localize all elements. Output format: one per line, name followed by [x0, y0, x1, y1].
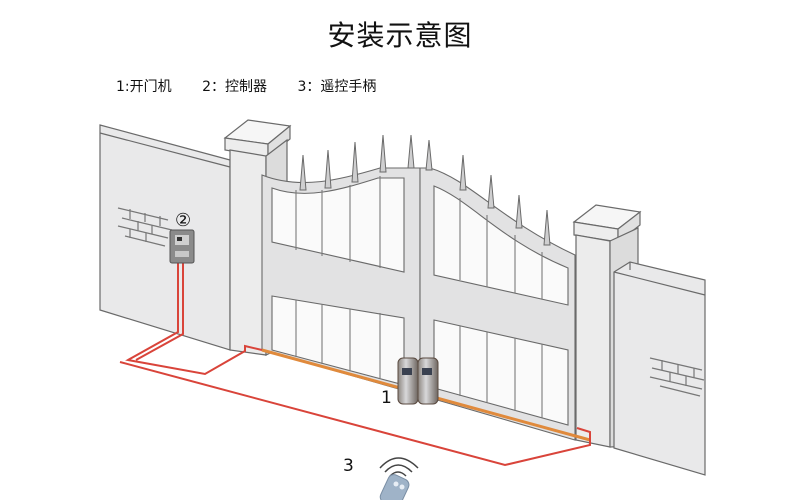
gate-left-leaf — [261, 167, 421, 396]
opener-callout: 1 — [381, 388, 392, 408]
diagram-title: 安装示意图 — [327, 19, 473, 52]
controller-box — [169, 229, 195, 264]
legend-item-remote: 3：遥控手柄 — [297, 79, 377, 95]
gate-right-leaf — [419, 167, 576, 441]
legend: 1:开门机 2：控制器 3：遥控手柄 — [116, 76, 402, 96]
legend-item-controller: 2：控制器 — [202, 79, 267, 95]
legend-item-opener: 1:开门机 — [116, 79, 172, 95]
gate-spikes — [299, 134, 551, 246]
brick-pattern-left — [117, 207, 173, 247]
controller-callout: ② — [175, 210, 192, 231]
remote-control — [379, 457, 419, 500]
remote-callout: 3 — [343, 456, 354, 476]
red-wiring — [119, 262, 591, 467]
gate-opener-motors — [397, 357, 439, 405]
right-wall — [613, 261, 706, 476]
signal-waves-icon — [379, 457, 419, 477]
brick-pattern-right — [649, 357, 705, 397]
